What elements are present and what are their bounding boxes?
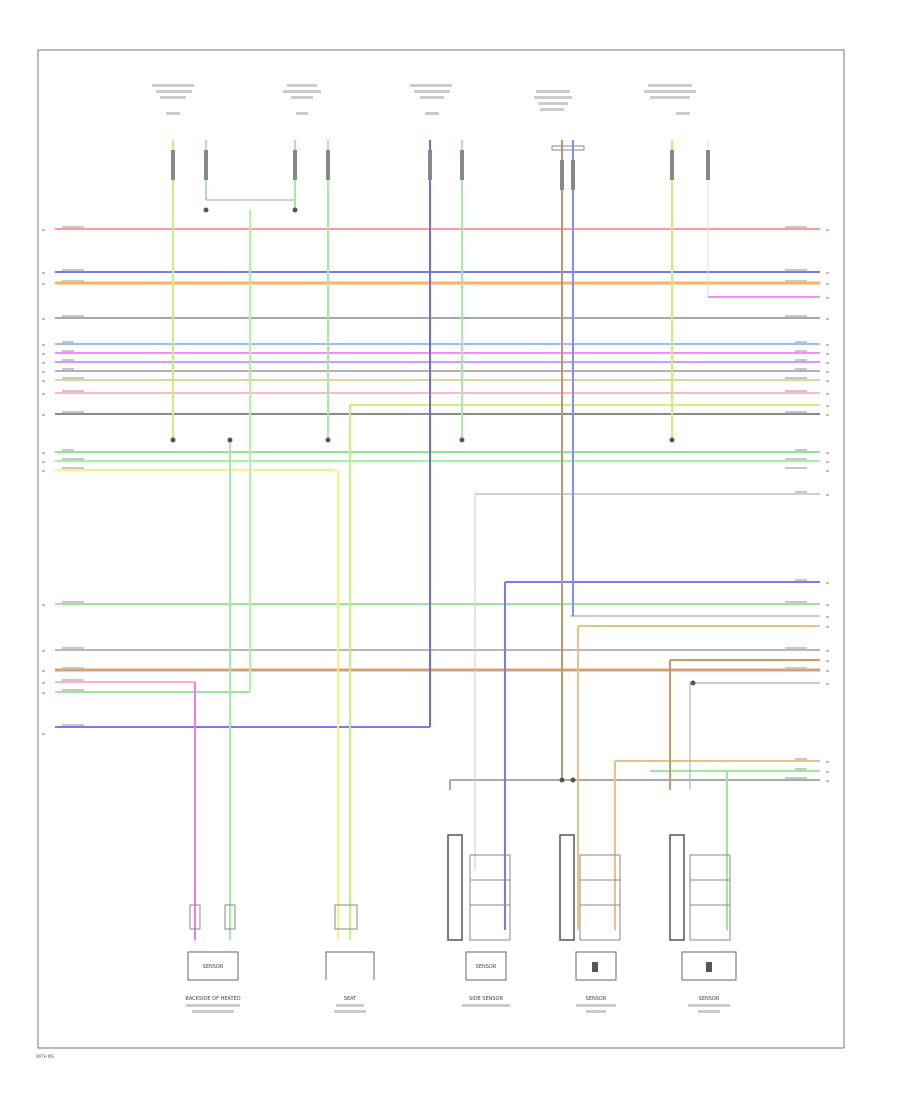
svg-text:SENSOR: SENSOR: [586, 996, 607, 1002]
top-connector-pins: [171, 145, 710, 190]
svg-text:SENSOR: SENSOR: [203, 964, 224, 970]
svg-text:SENSOR: SENSOR: [476, 964, 497, 970]
footer-code: WITH MS: [36, 1054, 54, 1059]
component-sensor-2: SENSOR: [669, 834, 737, 1013]
component-seat: SEAT: [325, 904, 375, 1013]
vertical-wires: [172, 140, 728, 940]
wire-code-marks: [62, 226, 807, 779]
svg-text:SEAT: SEAT: [344, 996, 357, 1002]
bus-lines: [55, 228, 820, 781]
component-sensor-1: SENSOR: [559, 834, 621, 1013]
top-connector-labels: [152, 84, 696, 115]
component-heated-seat-sensor: SENSOR BACKSIDE OF HEATED: [185, 904, 241, 1013]
svg-text:BACKSIDE OF HEATED: BACKSIDE OF HEATED: [185, 996, 240, 1002]
svg-text:SIDE SENSOR: SIDE SENSOR: [469, 996, 503, 1002]
splice-dots: [170, 207, 696, 783]
component-side-sensor: SENSOR SIDE SENSOR: [447, 834, 511, 1007]
svg-text:SENSOR: SENSOR: [699, 996, 720, 1002]
diagram-frame: [37, 49, 845, 1049]
pin-ticks: [42, 229, 829, 782]
